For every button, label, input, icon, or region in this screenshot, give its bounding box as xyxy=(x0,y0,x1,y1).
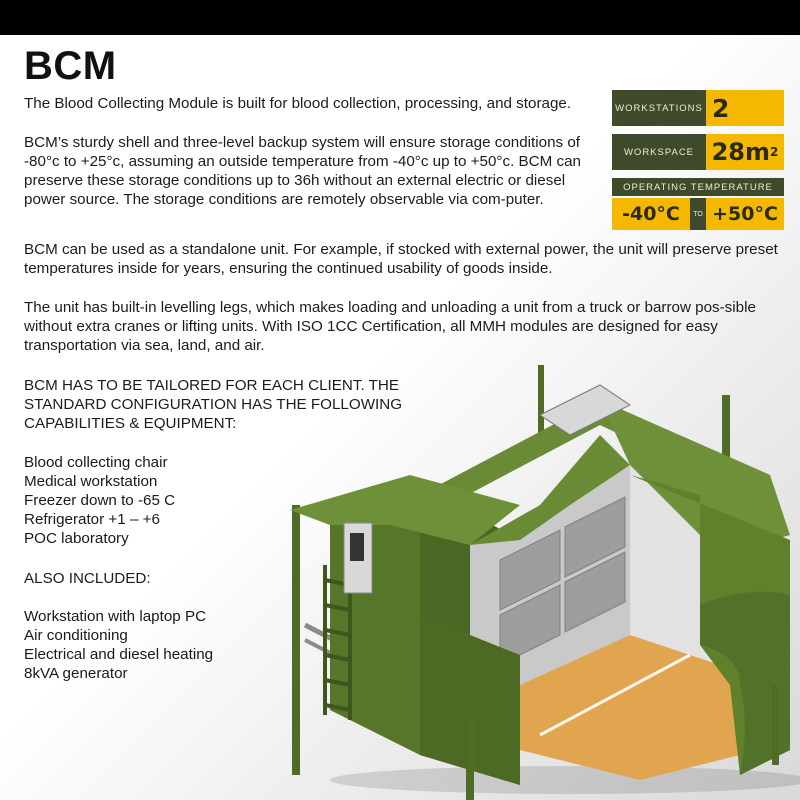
list-item: Workstation with laptop PC xyxy=(24,608,207,625)
storage-paragraph: BCM’s sturdy shell and three-level backu… xyxy=(24,134,581,208)
included-list: Workstation with laptop PC Air condition… xyxy=(24,607,213,683)
temperature-min: -40°C xyxy=(612,198,690,230)
temperature-label: OPERATING TEMPERATURE xyxy=(612,178,784,196)
also-included-heading: ALSO INCLUDED: xyxy=(24,570,151,587)
workspace-superscript: 2 xyxy=(770,145,779,159)
module-illustration xyxy=(290,365,800,800)
workspace-number: 28m xyxy=(711,138,771,166)
top-bar xyxy=(0,0,800,35)
temperature-max: +50°C xyxy=(706,198,784,230)
capabilities-list: Blood collecting chair Medical workstati… xyxy=(24,453,175,548)
list-item: Freezer down to -65 C xyxy=(24,492,176,509)
list-item: Medical workstation xyxy=(24,473,158,490)
workstations-value: 2 xyxy=(706,90,784,126)
workstations-spec: WORKSTATIONS 2 xyxy=(612,90,784,126)
list-item: POC laboratory xyxy=(24,530,129,547)
standalone-paragraph: BCM can be used as a standalone unit. Fo… xyxy=(24,241,778,277)
list-item: Air conditioning xyxy=(24,627,128,644)
page-title: BCM xyxy=(24,44,117,88)
workspace-label: WORKSPACE xyxy=(612,134,706,170)
list-item: 8kVA generator xyxy=(24,665,128,682)
config-heading: BCM HAS TO BE TAILORED FOR EACH CLIENT. … xyxy=(24,377,403,432)
temperature-spec: -40°C TO +50°C xyxy=(612,198,784,230)
list-item: Blood collecting chair xyxy=(24,454,168,471)
intro-paragraph: The Blood Collecting Module is built for… xyxy=(24,95,572,112)
workstations-label: WORKSTATIONS xyxy=(612,90,706,126)
list-item: Refrigerator +1 – +6 xyxy=(24,511,160,528)
temperature-to: TO xyxy=(690,198,706,230)
transport-paragraph: The unit has built-in levelling legs, wh… xyxy=(24,299,756,354)
list-item: Electrical and diesel heating xyxy=(24,646,214,663)
